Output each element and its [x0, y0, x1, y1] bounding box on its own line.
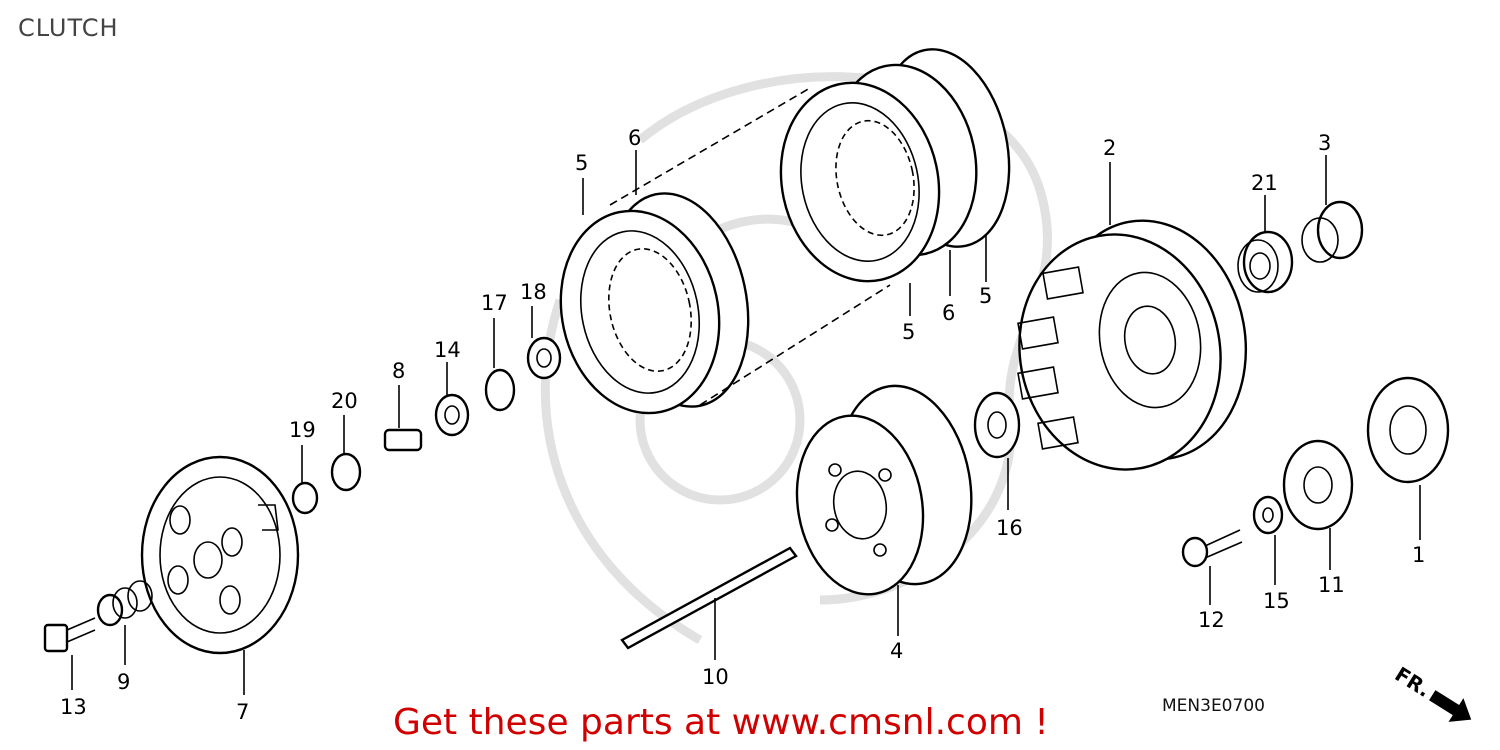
callout-14: 14	[434, 338, 461, 362]
callout-10: 10	[702, 665, 729, 689]
callout-21: 21	[1251, 171, 1278, 195]
washer-15	[1252, 495, 1284, 535]
callout-6: 6	[942, 301, 955, 325]
washer-19	[291, 481, 319, 515]
bearing-21	[1237, 230, 1294, 294]
callout-16: 16	[996, 516, 1023, 540]
bolt-13	[43, 617, 96, 653]
bolt-12	[1181, 529, 1243, 568]
lifter-rod-10	[620, 546, 798, 650]
thrust-washer-16	[973, 391, 1021, 459]
callout-19: 19	[289, 418, 316, 442]
callout-3: 3	[1318, 131, 1331, 155]
front-direction-arrow: FR.	[1391, 662, 1472, 722]
diagram-code: MEN3E0700	[1162, 696, 1265, 716]
lock-washer-17	[484, 368, 516, 412]
callout-5: 5	[979, 284, 992, 308]
gear-1	[1366, 376, 1450, 484]
clutch-plate-pack-left	[559, 192, 750, 415]
callout-4: 4	[890, 639, 903, 663]
callout-8: 8	[392, 359, 405, 383]
callout-2: 2	[1103, 136, 1116, 160]
callout-7: 7	[236, 700, 249, 724]
clutch-outer-housing	[1017, 219, 1248, 471]
callout-5: 5	[575, 151, 588, 175]
callout-9: 9	[117, 670, 130, 694]
spring-9	[96, 580, 153, 627]
bearing-20	[330, 452, 362, 492]
clutch-plate-pack-right	[779, 48, 1011, 283]
callout-5: 5	[902, 320, 915, 344]
collar-3	[1301, 200, 1364, 263]
pressure-plate	[140, 455, 300, 655]
callout-15: 15	[1263, 589, 1290, 613]
callout-1: 1	[1412, 543, 1425, 567]
gear-11	[1282, 439, 1354, 531]
callout-13: 13	[60, 695, 87, 719]
callout-17: 17	[481, 291, 508, 315]
direction-label: FR.	[1391, 662, 1435, 702]
washer-18	[526, 336, 562, 380]
page-title: CLUTCH	[18, 14, 119, 42]
callout-18: 18	[520, 280, 547, 304]
callout-12: 12	[1198, 608, 1225, 632]
leader-lines	[71, 150, 1421, 695]
lifter-piece-8	[383, 428, 423, 452]
callout-6: 6	[628, 126, 641, 150]
callout-labels: 5 6 5 6 5 2 21 3 1 11 15 12 16 4 10 7 9 …	[60, 126, 1425, 724]
promo-link-text[interactable]: Get these parts at www.cmsnl.com !	[393, 702, 1049, 743]
callout-11: 11	[1318, 573, 1345, 597]
clutch-center-hub	[795, 384, 973, 596]
lock-nut-14	[434, 393, 470, 437]
callout-20: 20	[331, 389, 358, 413]
